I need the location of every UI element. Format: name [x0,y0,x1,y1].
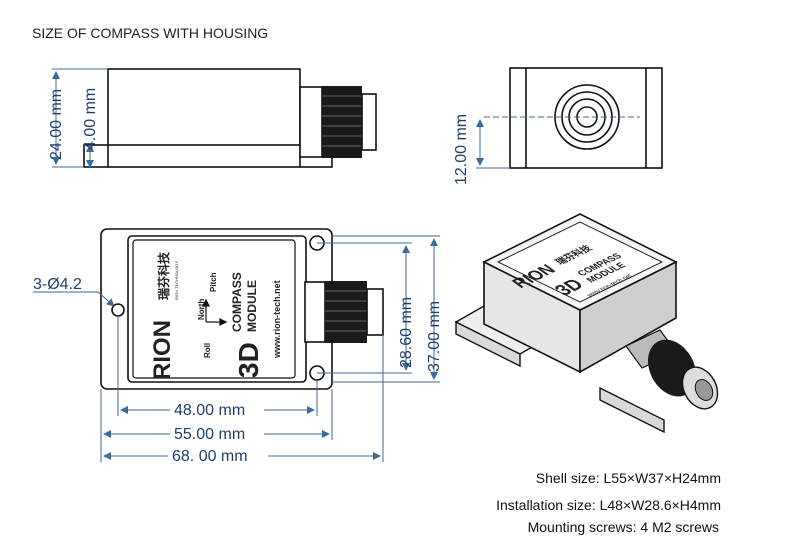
label-module: MODULE [245,280,259,332]
dim-holes: 3-Ø4.2 [33,276,82,293]
product-label [132,239,296,379]
dim-height-total: 24.00 mm [48,89,65,160]
label-rotated: RION 瑞芬科技 RION TECHNOLOGY Roll North Pit… [149,251,282,380]
dim-total-width: 37.00 mm [426,301,443,372]
dim-install-width: 28.60 mm [398,297,415,368]
axis-arrows-icon [202,298,228,326]
height-dimensions: 24.00 mm 4.00 mm [48,68,108,168]
brand-tagline: RION TECHNOLOGY [174,261,179,300]
dim-install-length: 48.00 mm [174,402,245,419]
drawing-title: SIZE OF COMPASS WITH HOUSING [32,25,268,41]
spec-installation-size: Installation size: L48×W28.6×H4mm [496,497,721,513]
plan-dimensions: 3-Ø4.2 28.60 mm 37.00 mm 48.00 mm 55.00 … [33,235,443,465]
front-view [484,67,663,169]
brand-logo: RION [149,320,176,380]
spec-shell-size: Shell size: L55×W37×H24mm [535,470,721,486]
label-roll: Roll [203,343,212,358]
spec-mounting-screws: Mounting screws: 4 M2 screws [527,519,719,535]
label-pitch: Pitch [209,272,218,292]
label-north: North [197,299,206,320]
label-url: www.rion-tech.net [272,280,282,359]
dim-connector-height: 12.00 mm [453,114,470,185]
top-view: RION 瑞芬科技 RION TECHNOLOGY Roll North Pit… [100,228,384,390]
dim-total-length: 68. 00 mm [172,448,248,465]
connector-dimension: 12.00 mm [453,114,510,185]
brand-cn: 瑞芬科技 [156,251,171,300]
dim-body-length: 55.00 mm [174,426,245,443]
side-view [83,68,377,168]
label-compass: COMPASS [230,272,244,332]
label-3d: 3D [233,342,264,378]
isometric-product-image: RION 瑞芬科技 3D COMPASS MODULE www.rion-tec… [454,213,719,434]
dim-flange-height: 4.00 mm [82,88,99,150]
